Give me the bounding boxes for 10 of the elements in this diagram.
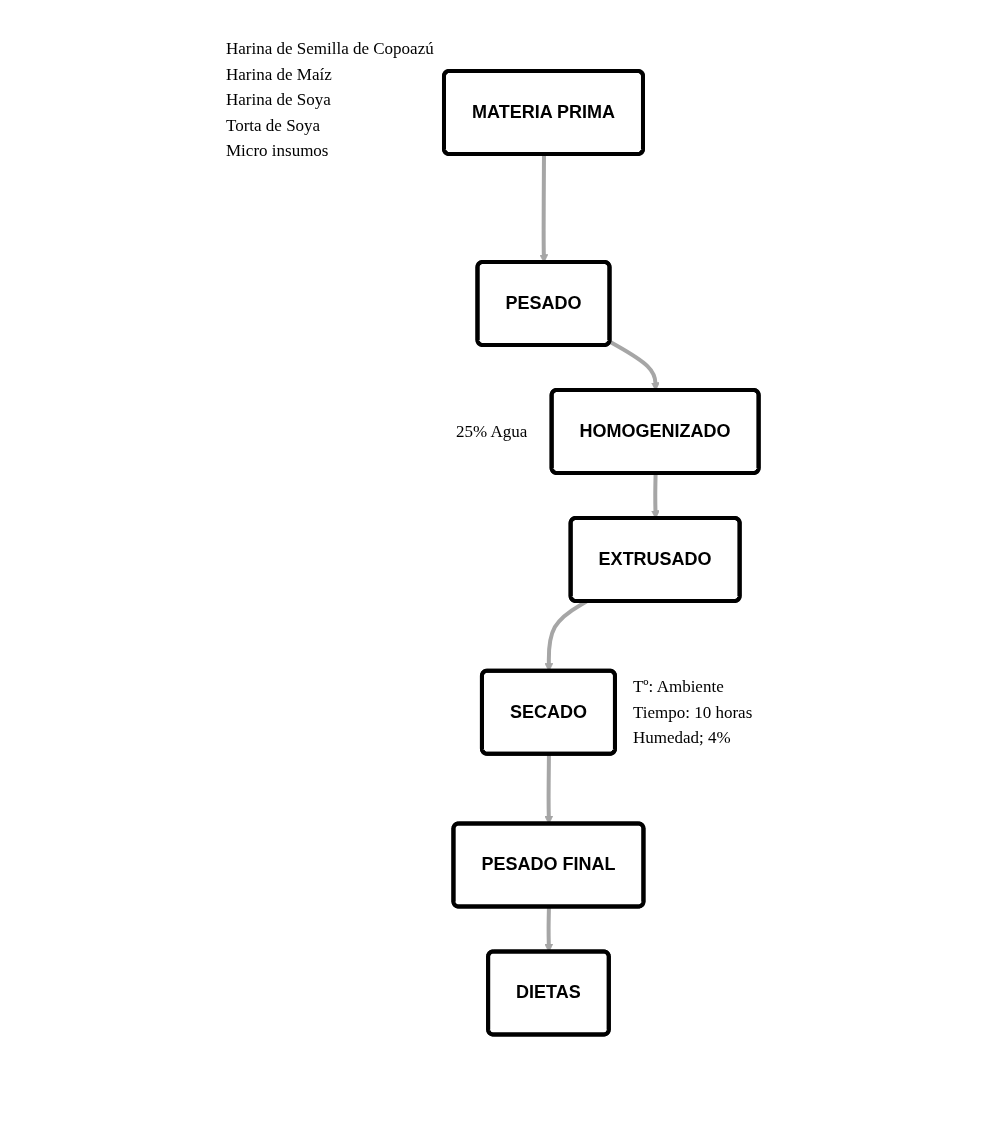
node-label: Humedad; 4% bbox=[632, 727, 731, 747]
node-label: Tiempo: 10 horas bbox=[632, 702, 752, 722]
node-label: Tº: Ambiente bbox=[632, 676, 724, 696]
arrow bbox=[539, 154, 548, 263]
node-label: 25% Agua bbox=[455, 421, 528, 441]
node-label: Harina de Maíz bbox=[225, 64, 332, 84]
node-label: Harina de Soya bbox=[225, 90, 331, 109]
node-label: Micro insumos bbox=[225, 141, 329, 160]
node-label: Torta de Soya bbox=[225, 115, 320, 135]
node-label: Harina de Semilla de Copoazú bbox=[225, 39, 434, 58]
